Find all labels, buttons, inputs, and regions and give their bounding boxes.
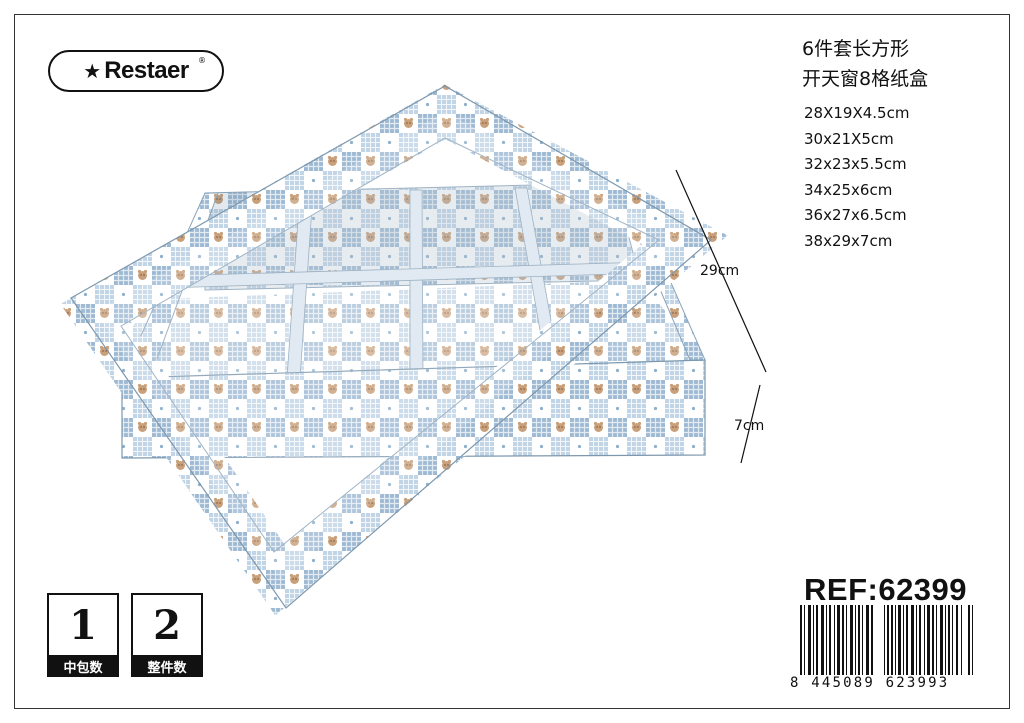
registered-mark: ® (198, 56, 206, 65)
size-item: 30x21X5cm (804, 129, 894, 148)
outer-pack-box: 2 整件数 (131, 593, 203, 677)
length-label: 29cm (700, 263, 740, 279)
brand-logo: ★ Restaer ® (48, 50, 224, 92)
title-line-2: 开天窗8格纸盒 (802, 68, 929, 90)
size-item: 38x29x7cm (804, 231, 893, 250)
length-dimension-line (675, 169, 767, 373)
size-item: 32x23x5.5cm (804, 155, 907, 173)
height-dimension-line (740, 384, 761, 464)
size-item: 34x25x6cm (804, 180, 893, 199)
size-list: 28X19X4.5cm 30x21X5cm 32x23x5.5cm 34x25x… (804, 101, 909, 254)
star-icon: ★ (83, 59, 102, 83)
outer-pack-count: 2 (131, 593, 203, 655)
inner-pack-box: 1 中包数 (47, 593, 119, 677)
inner-pack-count: 1 (47, 593, 119, 655)
size-item: 36x27x6.5cm (804, 206, 907, 224)
height-label: 7cm (734, 418, 765, 434)
barcode-digits: 8 445089 623993 (790, 675, 980, 691)
inner-pack-label: 中包数 (47, 655, 119, 677)
title-line-1: 6件套长方形 (802, 38, 910, 60)
brand-name: Restaer (104, 57, 189, 84)
barcode-bars (796, 605, 976, 685)
outer-pack-label: 整件数 (131, 655, 203, 677)
reference-number: REF:62399 (804, 572, 968, 607)
size-item: 28X19X4.5cm (804, 104, 910, 122)
product-title: 6件套长方形 开天窗8格纸盒 (802, 34, 928, 94)
